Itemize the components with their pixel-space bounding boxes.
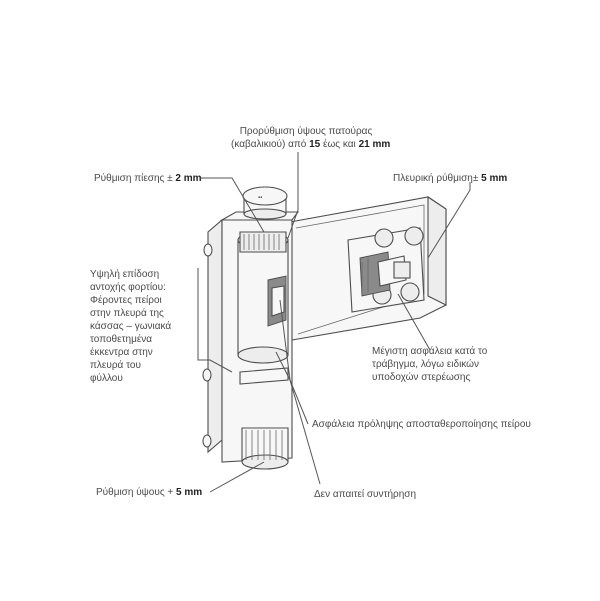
load-bearing-line: φύλλου: [90, 373, 123, 384]
label-pre-adjust-line1: Προρύθμιση ύψους πατούρας: [239, 126, 373, 137]
label-pre-adjust-line2: (καβαλικιού) από 15 έως και 21 mm: [231, 139, 391, 150]
load-bearing-line: αντοχής φορτίου:: [90, 282, 166, 293]
hinge-barrel: ▪▪: [237, 186, 289, 364]
label-pressure-value: 2 mm: [175, 173, 202, 184]
load-bearing-line: πλευρά του: [90, 360, 141, 371]
load-bearing-line: έκκεντρα στην: [90, 347, 153, 358]
label-lateral: Πλευρική ρύθμιση± 5 mm: [393, 173, 508, 184]
label-security: Μέγιστη ασφάλεια κατά το τράβηγμα, λόγω …: [372, 345, 487, 384]
label-pre-adjust-to: 21 mm: [358, 139, 391, 150]
load-bearing-line: στην πλευρά της: [90, 308, 164, 319]
label-pin-safety: Ασφάλεια πρόληψης αποσταθεροποίησης πείρ…: [312, 419, 531, 430]
label-load-bearing: Υψηλή επίδοση αντοχής φορτίου: Φέροντες …: [90, 268, 190, 385]
label-height: Ρύθμιση ύψους + 5 mm: [96, 487, 203, 498]
load-bearing-line: τοποθετημένα: [90, 334, 153, 345]
security-line: υποδοχών στερέωσης: [372, 372, 471, 383]
label-lateral-value: 5 mm: [481, 173, 508, 184]
load-bearing-line: Φέροντες πείροι: [90, 295, 162, 306]
security-line: τράβηγμα, λόγω ειδικών: [372, 359, 479, 370]
load-bearing-line: κάσσας – γωνιακά: [90, 321, 172, 332]
security-line: Μέγιστη ασφάλεια κατά το: [372, 346, 488, 357]
lower-knuckle: [239, 367, 289, 470]
label-maintenance: Δεν απαιτεί συντήρηση: [314, 489, 417, 500]
callout-lines: [197, 152, 471, 493]
load-bearing-line: Υψηλή επίδοση: [90, 269, 160, 280]
label-pre-adjust: Προρύθμιση ύψους πατούρας (καβαλικιού) α…: [231, 125, 391, 151]
frame-bracket: [289, 195, 447, 341]
label-pressure: Ρύθμιση πίεσης ± 2 mm: [94, 173, 202, 184]
svg-text:▪▪: ▪▪: [258, 195, 262, 201]
label-pre-adjust-from: 15: [309, 139, 321, 150]
label-height-value: 5 mm: [176, 487, 203, 498]
